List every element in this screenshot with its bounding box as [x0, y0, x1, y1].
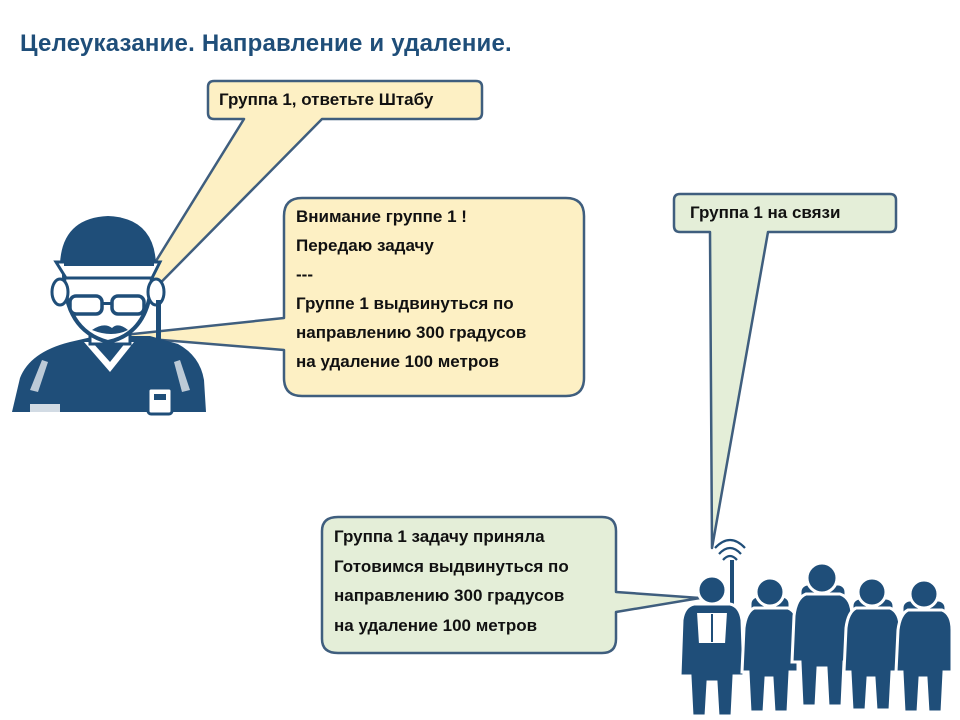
radio-operator-icon [12, 216, 206, 416]
bubble-hq-task: Внимание группе 1 ! Передаю задачу --- Г… [296, 207, 527, 371]
bubble-hq-call-shape [110, 79, 484, 334]
radio-signal-icon [714, 538, 746, 561]
bubble-group-reply: Группа 1 на связи [690, 203, 841, 222]
hiker-5 [894, 578, 954, 714]
bubble-group-ack-shape [320, 515, 702, 655]
bubble-hq-call: Группа 1, ответьте Штабу [219, 90, 434, 109]
hiker-3 [790, 561, 854, 708]
hiker-4 [842, 576, 902, 712]
bubble-hq-task-shape [112, 196, 586, 398]
page-title: Целеуказание. Направление и удаление. [20, 30, 512, 57]
bubble-group-ack: Группа 1 задачу приняла Готовимся выдвин… [334, 527, 569, 635]
hiker-2 [740, 576, 800, 714]
hiking-group-icon [678, 538, 954, 718]
bubble-group-reply-shape [672, 192, 898, 550]
hiker-leader [678, 560, 746, 718]
